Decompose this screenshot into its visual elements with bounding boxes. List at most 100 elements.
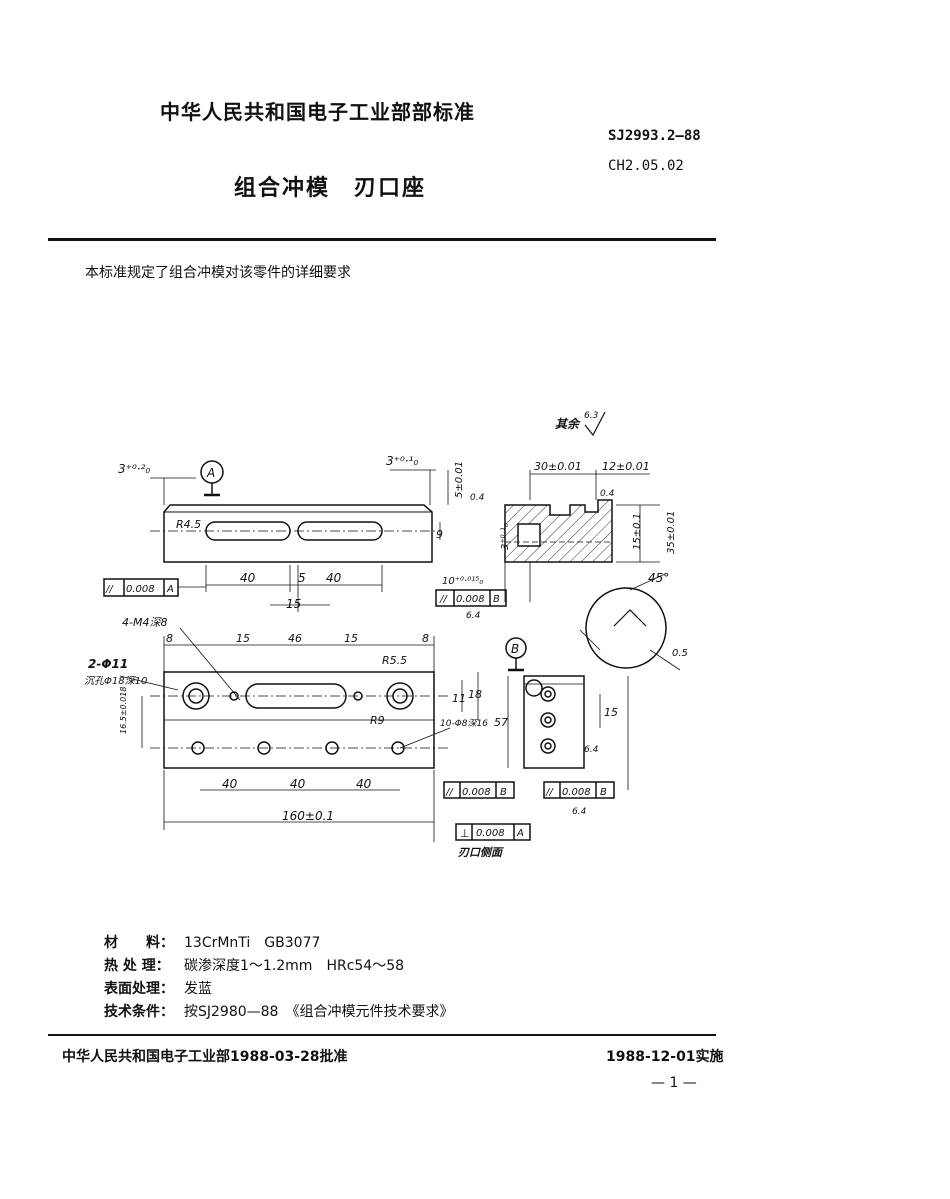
side-rough-a: 6.4 <box>466 611 481 621</box>
parallel-frame-end-1 <box>443 781 515 799</box>
document-title: 组合冲模 刃口座 <box>234 176 427 201</box>
tap-hole-4 <box>391 741 405 755</box>
surface-roughness: 6.3 <box>584 411 599 421</box>
side-dim-35: 35±0.01 <box>666 511 677 554</box>
top-tol-top: 3⁺⁰·¹₀ <box>386 454 418 468</box>
spec-key: 技术条件： <box>104 1004 174 1020</box>
end-view-outline <box>523 675 585 769</box>
counterbore-left <box>182 682 210 710</box>
end-parallel-1: 0.008 <box>462 787 491 798</box>
spec-row-surface: 表面处理： 发蓝 <box>104 978 453 1001</box>
intro-text: 本标准规定了组合冲模对该零件的详细要求 <box>85 265 351 281</box>
side-dim-30: 30±0.01 <box>534 460 582 473</box>
edge-note: 刃口侧面 <box>458 846 504 859</box>
parallel-a-ref: A <box>166 584 174 595</box>
end-rough: 6.4 <box>584 745 599 755</box>
plan-dim-18: 18 <box>468 688 482 701</box>
parallel-b-value: 0.008 <box>456 594 485 605</box>
datum-a-label: A <box>206 466 215 480</box>
tap-hole-1 <box>191 741 205 755</box>
plan-dim-10-holes: 10-Φ8深16 <box>440 718 488 729</box>
plan-dim-40c: 40 <box>356 777 372 791</box>
tap-hole-3 <box>325 741 339 755</box>
plan-dim-40b: 40 <box>290 777 306 791</box>
implementation-date: 1988-12-01实施 <box>606 1049 724 1065</box>
perp-frame-a <box>455 823 531 841</box>
perp-value: 0.008 <box>476 828 505 839</box>
side-dim-12: 12±0.01 <box>602 460 650 473</box>
end-parallel-1-ref: B <box>500 787 507 798</box>
datum-b-label: B <box>511 642 519 656</box>
svg-text:⊥: ⊥ <box>460 827 470 840</box>
spec-row-heat-treatment: 热 处 理： 碳渗深度1～1.2mm HRc54～58 <box>104 955 453 978</box>
top-dim-5b: 5 <box>298 571 306 585</box>
header-rule <box>48 238 716 241</box>
end-hole-3 <box>540 738 556 754</box>
plan-dim-46: 46 <box>288 632 302 645</box>
plan-dim-160: 160±0.1 <box>282 809 334 823</box>
top-radius: R4.5 <box>176 518 201 531</box>
spec-row-material: 材 料： 13CrMnTi GB3077 <box>104 932 453 955</box>
plan-radius-55: R5.5 <box>382 654 407 667</box>
top-dim-5: 5±0.01 <box>454 461 465 498</box>
plan-dim-15a: 15 <box>236 632 250 645</box>
plan-radius-9: R9 <box>370 714 385 727</box>
classification-code: CH2.05.02 <box>608 158 684 174</box>
plan-holes: 2-Φ11 <box>88 657 128 671</box>
end-dim-57: 57 <box>494 716 508 729</box>
svg-text://: // <box>445 787 454 798</box>
parallel-frame-end-2 <box>543 781 615 799</box>
spec-key: 热 处 理： <box>104 958 170 974</box>
spec-value: 13CrMnTi GB3077 <box>184 935 321 951</box>
top-dim-15: 15 <box>286 597 301 611</box>
end-hole-1 <box>540 686 556 702</box>
top-dim-40a: 40 <box>240 571 256 585</box>
parallel-frame-b <box>435 589 507 607</box>
plan-dim-left: 16.5±0.018 <box>119 687 128 734</box>
end-hole-2 <box>540 712 556 728</box>
plan-counterbore: 沉孔Φ18深10 <box>84 675 147 687</box>
top-dim-9: 9 <box>436 528 443 541</box>
spec-value: 按SJ2980—88 《组合冲模元件技术要求》 <box>184 1004 454 1020</box>
technical-drawing: 其余 6.3 A 3⁺⁰·²₀ 3⁺⁰·¹₀ 5±0.01 0.4 R4.5 9… <box>84 411 688 859</box>
plan-slot <box>245 683 347 709</box>
top-dim-40b: 40 <box>326 571 342 585</box>
side-rough-b: 0.4 <box>600 489 615 499</box>
spec-list: 材 料： 13CrMnTi GB3077 热 处 理： 碳渗深度1～1.2mm HR… <box>104 932 453 1024</box>
spec-key: 表面处理： <box>104 981 174 997</box>
end-rough-2: 6.4 <box>572 807 587 817</box>
side-angle: 45° <box>648 571 669 585</box>
side-dim-05: 0.5 <box>672 648 688 659</box>
perp-ref: A <box>516 828 524 839</box>
svg-text://: // <box>439 594 448 605</box>
tap-hole-2 <box>257 741 271 755</box>
end-parallel-2: 0.008 <box>562 787 591 798</box>
detail-circle <box>585 587 667 669</box>
plan-threads: 4-M4深8 <box>122 616 167 629</box>
top-rough-04: 0.4 <box>470 493 485 503</box>
svg-text://: // <box>545 787 554 798</box>
plan-dim-40a: 40 <box>222 777 238 791</box>
approval-note: 中华人民共和国电子工业部1988-03-28批准 <box>62 1049 348 1065</box>
spec-value: 碳渗深度1～1.2mm HRc54～58 <box>184 958 405 974</box>
plan-dim-8a: 8 <box>166 632 173 645</box>
counterbore-right <box>386 682 414 710</box>
parallel-b-ref: B <box>493 594 500 605</box>
end-parallel-2-ref: B <box>600 787 607 798</box>
spec-row-conditions: 技术条件： 按SJ2980—88 《组合冲模元件技术要求》 <box>104 1001 453 1024</box>
side-dim-3: 3⁺⁰·¹₀ <box>500 523 511 550</box>
side-dim-10: 10⁺⁰·⁰¹⁵₀ <box>442 576 483 587</box>
standard-code: SJ2993.2—88 <box>608 128 701 144</box>
side-dim-15: 15±0.1 <box>632 513 643 550</box>
spec-value: 发蓝 <box>184 981 212 997</box>
page-number: — 1 — <box>651 1075 697 1091</box>
issuing-organization: 中华人民共和国电子工业部部标准 <box>160 100 475 124</box>
spec-key: 材 料： <box>104 935 174 951</box>
top-tol-left: 3⁺⁰·²₀ <box>118 462 150 476</box>
footer-rule <box>48 1034 716 1036</box>
plan-dim-15b: 15 <box>344 632 358 645</box>
plan-dim-8b: 8 <box>422 632 429 645</box>
parallel-a-value: 0.008 <box>126 584 155 595</box>
plan-dim-11: 11 <box>452 692 466 705</box>
end-dim-15: 15 <box>604 706 618 719</box>
